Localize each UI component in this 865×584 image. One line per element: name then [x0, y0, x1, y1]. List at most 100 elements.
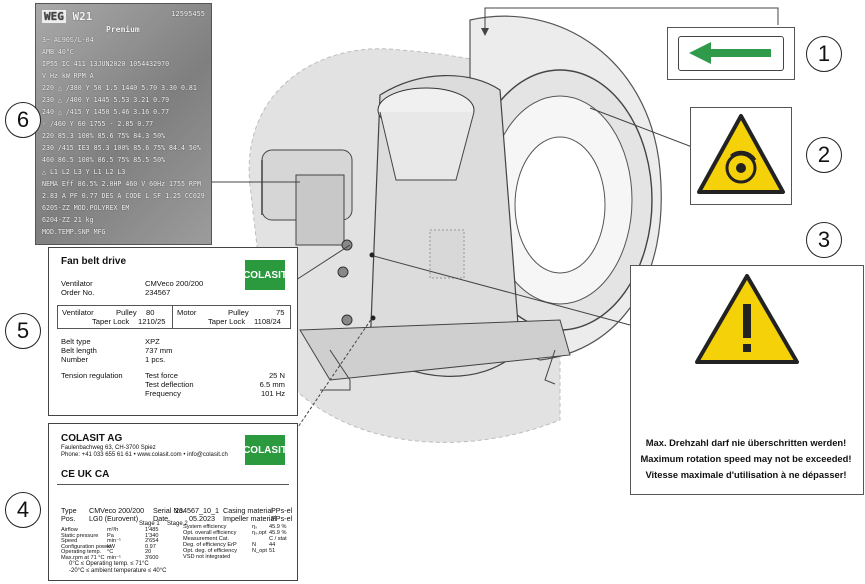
- plate-row: 240 △ /415 Y 1450 5.46 3.16 0.77: [42, 108, 170, 116]
- order-value: 234567: [145, 288, 171, 297]
- rotating-hazard-icon: [697, 114, 785, 194]
- plate-row: - /460 Y 60 1755 - 2.85 0.77: [42, 120, 154, 128]
- perf-unit: min⁻¹: [107, 538, 121, 545]
- warning-line-en: Maximum rotation speed may not be exceed…: [640, 453, 852, 464]
- tension-label: Tension regulation: [61, 371, 123, 380]
- pulley-table: Ventilator Pulley 80 Taper Lock 1210/25 …: [57, 305, 291, 329]
- order-label: Order No.: [61, 288, 95, 297]
- plate-row: AMB 40°C: [42, 48, 74, 56]
- plate-row: 230 △ /400 Y 1445 5.53 3.21 0.79: [42, 96, 170, 104]
- arrow-left-icon: [689, 42, 771, 64]
- callout-3: 3: [806, 222, 842, 258]
- eff-v: 44: [269, 542, 276, 548]
- eff-sym: ηₛ: [252, 524, 258, 530]
- max-speed-warning-sign: [630, 265, 864, 495]
- belt-type-value: XPZ: [145, 337, 160, 346]
- freq-value: 101 Hz: [260, 389, 285, 398]
- pos-value: LG0 (Eurovent): [89, 514, 139, 523]
- plate-row: 6204-ZZ 21 kg: [42, 216, 94, 224]
- fan-belt-label: Fan belt drive COLASIT Ventilator CMVeco…: [48, 247, 298, 416]
- serial-label: Serial No.: [153, 506, 185, 515]
- pulley1-value: 80: [146, 308, 155, 317]
- perf-unit: °C: [107, 549, 114, 556]
- eff-sym: N_opt: [252, 548, 267, 554]
- casing-label: Casing material: [223, 506, 273, 515]
- colasit-nameplate: COLASIT AG Faulenbachweg 63, CH-3700 Spi…: [48, 423, 298, 581]
- perf-name: Airflow: [61, 527, 78, 533]
- freq-label: Frequency: [145, 389, 181, 398]
- plate-row: 3~ AL90S/L-04: [42, 36, 94, 44]
- plate-row: 220 85.3 100% 85.6 75% 84.3 50%: [42, 132, 166, 140]
- callout-1: 1: [806, 36, 842, 72]
- pulley2-value: 75: [276, 308, 285, 317]
- deflection-label: Test deflection: [145, 380, 194, 389]
- eff-sym: N: [252, 542, 257, 548]
- eff-v: 45.9 %: [269, 524, 287, 530]
- company-address: Faulenbachweg 63, CH-3700 Spiez: [61, 445, 156, 451]
- pulley-table-vent: Ventilator: [62, 308, 94, 317]
- perf-v: 1'340: [145, 532, 159, 539]
- plate-series: Premium: [106, 25, 140, 34]
- stage2-label: Stage 2: [167, 521, 188, 527]
- eff-name: Opt. overall efficiency: [183, 530, 237, 536]
- stage1-label: Stage 1: [139, 521, 160, 527]
- force-label: Test force: [145, 371, 178, 380]
- plate-serial: 12595455: [171, 10, 205, 18]
- colasit-logo-2: COLASIT: [243, 435, 287, 465]
- callout-2: 2: [806, 137, 842, 173]
- taper1-label: Taper Lock: [92, 317, 130, 326]
- certification-marks: CE UK CA: [61, 469, 110, 480]
- belt-length-value: 737 mm: [145, 346, 173, 355]
- pulley2-label: Pulley: [228, 308, 249, 317]
- plate-row: △ L1 L2 L3 Y L1 L2 L3: [42, 168, 126, 176]
- perf-v: 1'485: [145, 527, 159, 533]
- plate-row: 230 /415 IE3 85.3 100% 85.6 75% 84.4 50%: [42, 144, 201, 152]
- casing-value: PPs-el: [271, 506, 293, 515]
- force-value: 25 N: [268, 371, 285, 380]
- taper2-value: 1108/24: [254, 317, 281, 326]
- impeller-label: Impeller material: [223, 514, 277, 523]
- plate-brand: WEG: [42, 10, 66, 23]
- direction-sign: [667, 27, 795, 80]
- number-value: 1 pcs.: [145, 355, 166, 364]
- callout-5: 5: [5, 313, 41, 349]
- perf-unit: Pa: [107, 532, 114, 539]
- perf-unit: m³/h: [107, 527, 119, 533]
- eff-name: System efficiency: [183, 524, 227, 530]
- plate-row: 460 86.5 100% 86.5 75% 85.5 50%: [42, 156, 166, 164]
- perf-name: Static pressure: [61, 532, 99, 539]
- perf-name: Configuration power: [61, 543, 112, 550]
- belt-title: Fan belt drive: [61, 256, 127, 267]
- belt-type-label: Belt type: [61, 337, 91, 346]
- eff-name: VSD not integrated: [183, 554, 231, 560]
- perf-v: 3'600: [145, 555, 159, 561]
- date-label: Date: [153, 514, 169, 523]
- plate-row: 220 △ /380 Y 50 1.5 1440 5.70 3.30 0.81: [42, 84, 197, 92]
- plate-row: IP55 IC 411 13JUN2020 1054432970: [42, 60, 170, 68]
- perf-unit: min⁻¹: [107, 555, 121, 561]
- callout-6: 6: [5, 102, 41, 138]
- ambient-temp-range: -20°C ≤ ambient temperature ≤ 40°C: [69, 568, 167, 574]
- impeller-value: PPs-el: [271, 514, 293, 523]
- type-label: Type: [61, 506, 77, 515]
- warning-line-fr: Vitesse maximale d'utilisation à ne dépa…: [645, 469, 847, 480]
- perf-v: 20: [145, 549, 152, 556]
- pulley-table-motor: Motor: [177, 308, 197, 317]
- perf-name: Operating temp.: [61, 549, 102, 556]
- ventilator-label: Ventilator: [61, 279, 93, 288]
- operating-temp-range: 0°C ≤ Operating temp. ≤ 71°C: [69, 561, 149, 567]
- rotating-parts-sign: [690, 107, 792, 205]
- eff-name: Measurement Cat.: [183, 536, 230, 542]
- pulley1-label: Pulley: [116, 308, 137, 317]
- plate-row: MOD.TEMP.SNP MFG: [42, 228, 106, 236]
- ventilator-value: CMVeco 200/200: [145, 279, 204, 288]
- number-label: Number: [61, 355, 89, 364]
- deflection-value: 6.5 mm: [259, 380, 285, 389]
- company-phone: Phone: +41 033 655 61 61 • www.colasit.c…: [61, 452, 228, 458]
- eff-name: Deg. of efficiency ErP: [183, 542, 237, 548]
- eff-sym: ηₛ,opt: [252, 530, 267, 536]
- callout-4: 4: [5, 492, 41, 528]
